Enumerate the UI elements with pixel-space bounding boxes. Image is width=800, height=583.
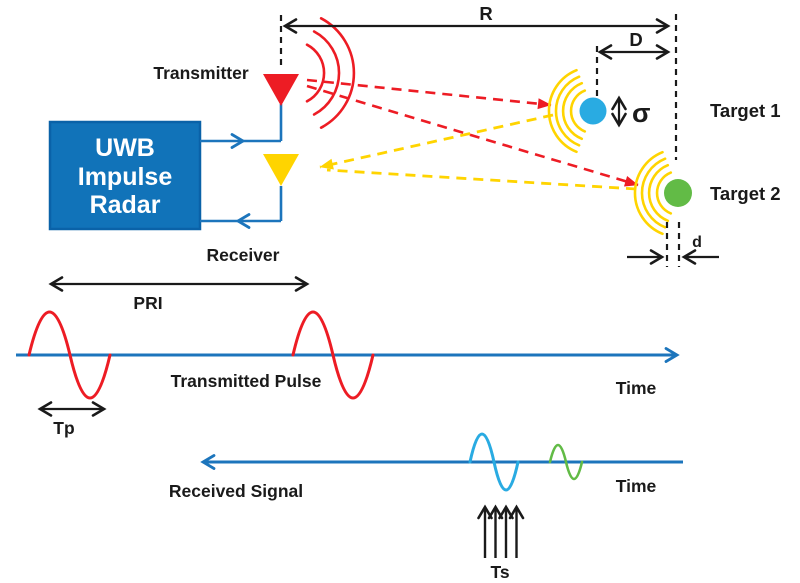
received-echo-target2: [548, 443, 584, 481]
target2-echo-arcs: [633, 150, 673, 236]
transmitted-pulse-2: [291, 310, 375, 400]
range-label: R: [479, 3, 492, 24]
transmitted-timeline: PRI Transmitted Pulse Time Tp: [16, 276, 680, 438]
received-echo-target1: [468, 432, 520, 492]
target1-arc-2: [561, 81, 584, 141]
received-timeline: Received Signal Time Ts: [169, 432, 683, 582]
uwb-radar-box-label-line3: Radar: [90, 191, 161, 219]
receiver-label: Receiver: [207, 245, 280, 265]
transmitter-antenna-icon: [263, 74, 299, 106]
target1-arc-1: [569, 89, 587, 133]
tp-label: Tp: [53, 418, 74, 438]
dimension-guides: [279, 14, 681, 267]
sigma-label: σ: [632, 98, 650, 128]
target1-echo-arcs: [547, 68, 587, 154]
transmitted-pulse-1: [27, 310, 112, 400]
transmitter-label: Transmitter: [153, 63, 248, 83]
sampling-arrows: [477, 504, 525, 558]
target2-arc-4: [633, 150, 664, 236]
transmitted-time-label: Time: [616, 378, 657, 398]
echo-ray-from-target2: [326, 168, 637, 191]
target2-arc-3: [640, 157, 667, 229]
received-time-label: Time: [616, 476, 657, 496]
depth-label: d: [692, 234, 702, 251]
target1-dot: [579, 97, 607, 125]
pri-label: PRI: [133, 293, 162, 313]
offset-label: D: [629, 29, 642, 50]
receiver-antenna-icon: [263, 154, 299, 186]
target2-arc-1: [655, 171, 673, 215]
tx-wavefront-arc-2: [312, 30, 341, 116]
uwb-radar-box-label-line1: UWB: [95, 134, 155, 162]
target1-label: Target 1: [710, 100, 781, 121]
ts-label: Ts: [490, 562, 509, 582]
tx-wavefront-arc-3: [319, 17, 356, 129]
tx-ray-to-target1: [306, 78, 552, 110]
tx-wavefront-arcs: [305, 17, 356, 129]
uwb-radar-box-label-line2: Impulse: [78, 163, 173, 191]
tx-ray-to-target2: [306, 84, 639, 187]
target2-dot: [664, 179, 692, 207]
target2-arc-2: [647, 163, 670, 223]
uwb-radar-box: [48, 120, 202, 231]
received-signal-label: Received Signal: [169, 481, 303, 501]
transmitted-pulse-label: Transmitted Pulse: [171, 371, 322, 391]
echo-ray-from-target1: [319, 113, 554, 170]
target1-arc-4: [547, 68, 578, 154]
radar-block-diagram: UWB Impulse Radar Transmitter Receiver: [48, 3, 781, 267]
tx-wavefront-arc-1: [305, 43, 326, 103]
target2-label: Target 2: [710, 183, 781, 204]
target1-arc-3: [554, 75, 581, 147]
